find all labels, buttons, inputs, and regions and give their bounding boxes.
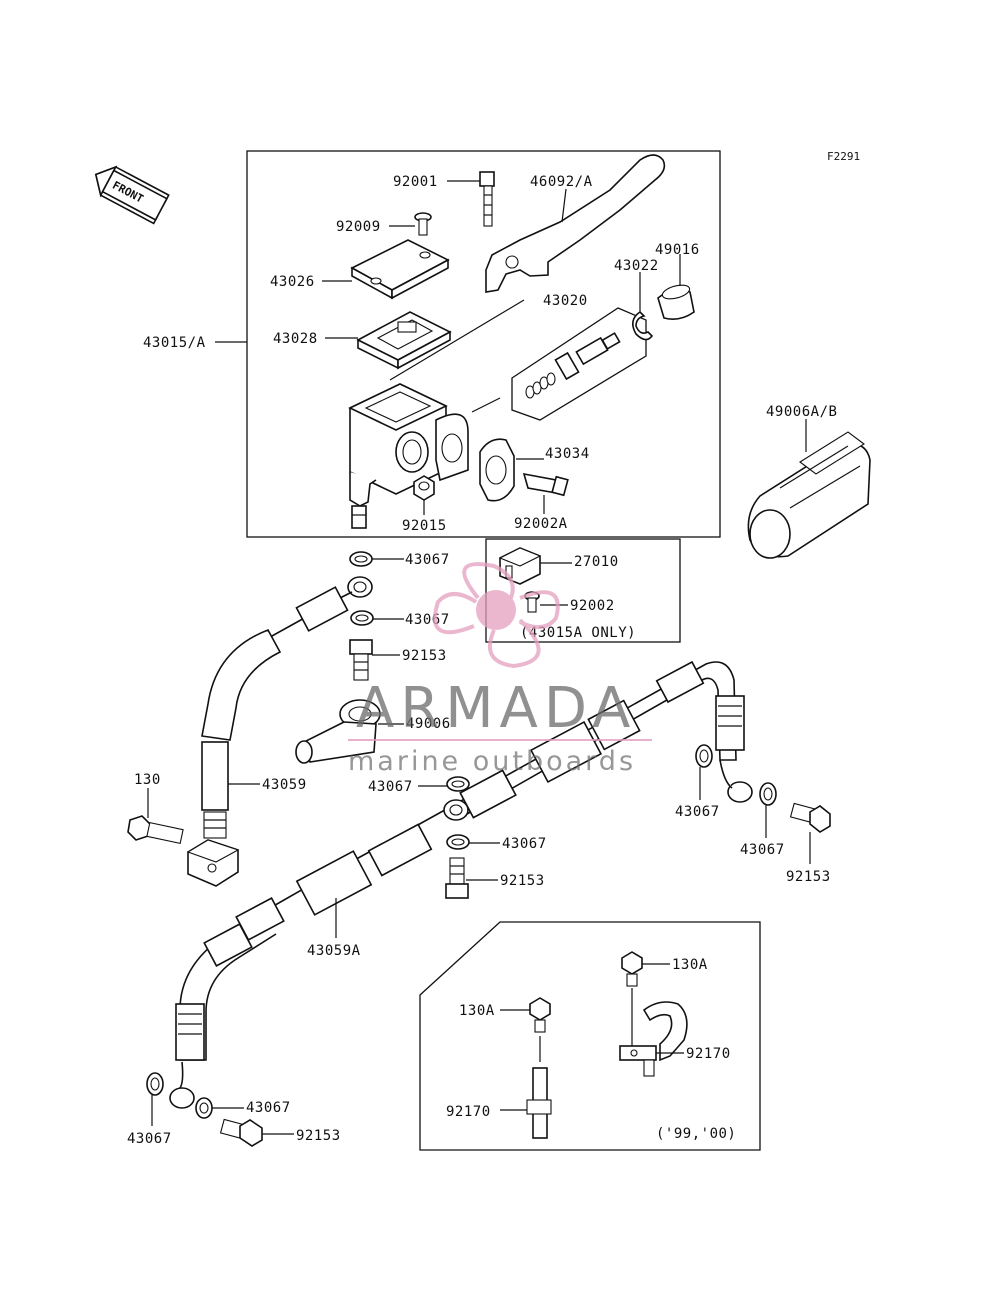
callout-43020: 43020 [543, 293, 588, 309]
callout-92170-left: 92170 [446, 1104, 491, 1120]
diaphragm-part [356, 311, 452, 370]
washer-43067-f [759, 782, 777, 806]
callout-92153-c: 92153 [786, 869, 831, 885]
callout-27010: 27010 [574, 554, 619, 570]
bolt-130a-left [529, 997, 551, 1033]
reservoir-cap-part [350, 239, 450, 300]
hose-clamp-92170-right [619, 1001, 688, 1077]
armada-logo-icon [432, 562, 560, 669]
callout-92009: 92009 [336, 219, 381, 235]
washer-43067-h [195, 1097, 213, 1119]
switch-group-box [485, 538, 681, 643]
bolt-130 [127, 815, 184, 845]
piston-kit-frame [511, 307, 647, 421]
callout-43067-g: 43067 [127, 1131, 172, 1147]
callout-43067-d: 43067 [502, 836, 547, 852]
piston-kit-part [525, 332, 621, 399]
washer-43067-e [695, 744, 713, 768]
callout-43059a: 43059A [307, 943, 361, 959]
callout-130: 130 [134, 772, 161, 788]
callout-130a-right: 130A [672, 957, 708, 973]
callout-43067-h: 43067 [246, 1100, 291, 1116]
banjo-bolt-92153-b [445, 857, 469, 899]
banjo-fitting-mid [443, 799, 469, 821]
figure-code: F2291 [827, 150, 860, 163]
banjo-elbow-49006 [295, 699, 381, 764]
banjo-bolt-92153-a [349, 639, 373, 681]
hose-joint-block [186, 839, 240, 887]
callout-43026: 43026 [270, 274, 315, 290]
callout-43067-b: 43067 [405, 612, 450, 628]
holder-clamp-part [479, 438, 515, 502]
washer-43067-g [146, 1072, 164, 1096]
cap-screw-part [414, 212, 432, 236]
pivot-bolt-part [479, 171, 495, 227]
banjo-fitting-top [347, 576, 373, 598]
circlip-part [632, 310, 654, 341]
callout-92002a: 92002A [514, 516, 568, 532]
callout-130a-left: 130A [459, 1003, 495, 1019]
callout-92153-b: 92153 [500, 873, 545, 889]
callout-49016: 49016 [655, 242, 700, 258]
washer-43067-d [446, 834, 470, 850]
watermark-brand: ARMADA [356, 676, 636, 741]
lever-guard-part [747, 431, 871, 559]
hose-clamp-92170-left [526, 1067, 552, 1139]
callout-92001: 92001 [393, 174, 438, 190]
callout-43067-f: 43067 [740, 842, 785, 858]
brake-hose-43059 [201, 586, 353, 839]
callout-43059: 43059 [262, 777, 307, 793]
clamp-group-box [419, 921, 761, 1151]
callout-43067-e: 43067 [675, 804, 720, 820]
banjo-bolt-92153-c [789, 802, 831, 833]
bolt-130a-right [621, 951, 643, 987]
note-43015a-only: (43015A ONLY) [520, 625, 636, 641]
dust-boot-part [657, 284, 695, 320]
nut-part [413, 475, 435, 501]
note-years: ('99,'00) [656, 1126, 736, 1142]
callout-92170-right: 92170 [686, 1046, 731, 1062]
callout-92153-a: 92153 [402, 648, 447, 664]
banjo-bolt-92153-d [219, 1118, 263, 1147]
callout-49006: 49006 [406, 716, 451, 732]
callout-92002: 92002 [570, 598, 615, 614]
callout-43067-c: 43067 [368, 779, 413, 795]
washer-43067-a [349, 551, 373, 567]
master-cylinder-body-part [348, 383, 469, 529]
brake-switch-part [498, 547, 542, 585]
callout-43028: 43028 [273, 331, 318, 347]
callout-46092: 46092/A [530, 174, 593, 190]
washer-43067-c [446, 776, 470, 792]
callout-43034: 43034 [545, 446, 590, 462]
watermark-tagline: marine outboards [348, 746, 636, 777]
callout-43067-a: 43067 [405, 552, 450, 568]
brake-lever-part [485, 154, 666, 293]
callout-43022: 43022 [614, 258, 659, 274]
callout-43015: 43015/A [143, 335, 206, 351]
front-arrow-icon: FRONT [94, 165, 170, 225]
clamp-bolt-part [522, 472, 569, 497]
master-cylinder-group-box [246, 150, 721, 538]
callout-49006ab: 49006A/B [766, 404, 837, 420]
washer-43067-b [350, 610, 374, 626]
callout-92153-d: 92153 [296, 1128, 341, 1144]
callout-92015: 92015 [402, 518, 447, 534]
